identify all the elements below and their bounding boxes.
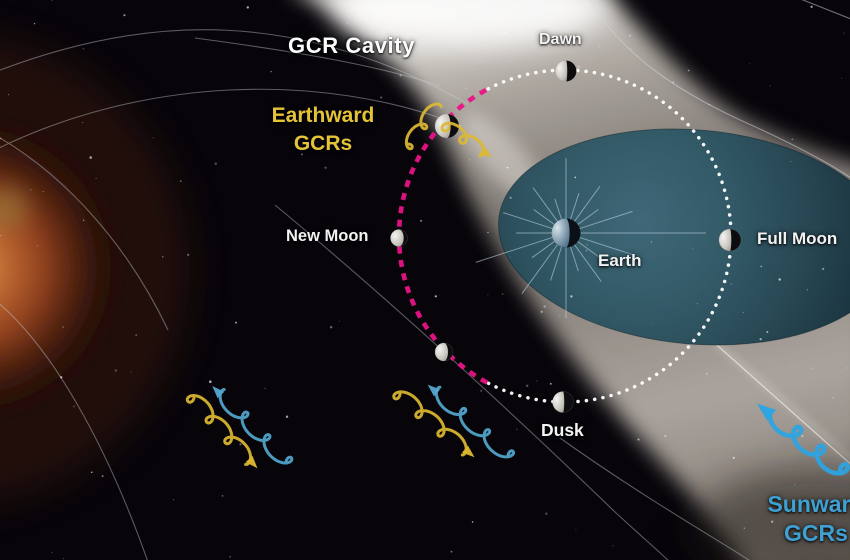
sun-glow [0,39,190,501]
new-moon-label: New Moon [286,227,369,245]
earth-magnetosphere [498,128,850,346]
sunward-gcrs-label: Sunward GCRs [736,490,850,548]
sunward-line1: Sunward [767,491,850,517]
full-moon-label: Full Moon [757,229,838,248]
earthward-line2: GCRs [293,132,353,155]
earthward-line1: Earthward [271,104,375,127]
sunward-line2: GCRs [784,520,848,546]
gcr-cavity-label: GCR Cavity [288,33,416,58]
dusk-label: Dusk [541,420,584,440]
dawn-label: Dawn [539,31,582,48]
solar-wind-field-lines [0,29,750,560]
field-lines-foreground [589,0,850,178]
earthward-gcrs-label: Earthward GCRs [248,102,398,158]
earth-label: Earth [598,251,642,270]
earth [475,158,706,318]
gcr-spiral-arrows [185,102,850,476]
moon-phases [390,60,742,413]
